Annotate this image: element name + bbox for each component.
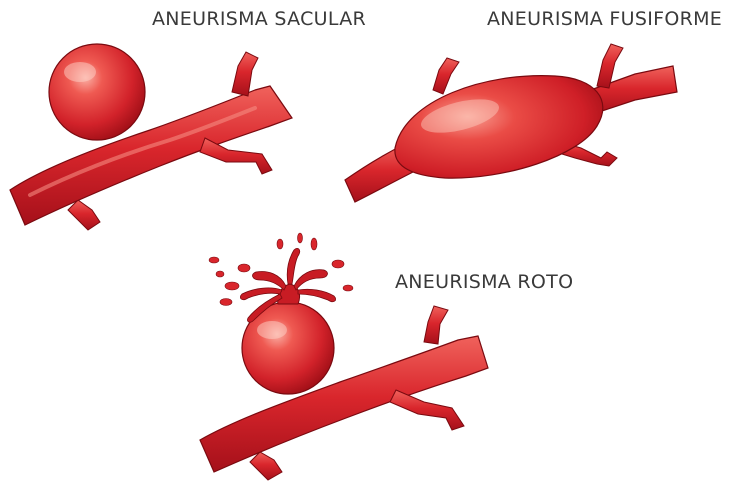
label-fusiform-aneurysm: ANEURISMA FUSIFORME [487, 10, 722, 29]
saccular-aneurysm-illustration [0, 30, 310, 245]
ruptured-aneurysm-illustration [190, 230, 490, 485]
fusiform-aneurysm-illustration [335, 30, 680, 205]
label-saccular-aneurysm: ANEURISMA SACULAR [152, 10, 366, 29]
